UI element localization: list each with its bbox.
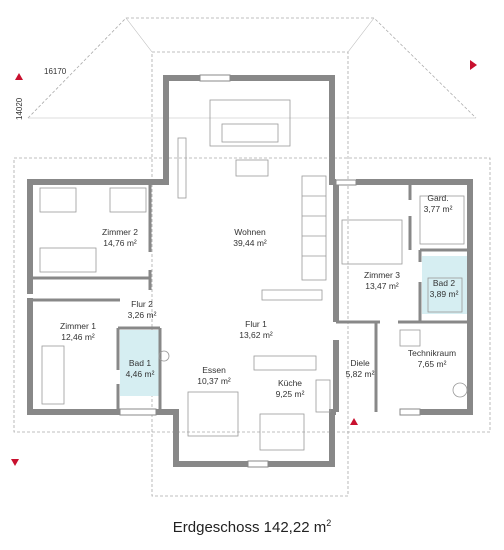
room-area-essen: 10,37 m²	[197, 376, 231, 386]
room-label-zimmer1: Zimmer 1	[60, 321, 96, 331]
dimension-height: 14020	[15, 97, 24, 120]
room-area-diele: 5,82 m²	[346, 369, 375, 379]
caption-superscript: 2	[326, 518, 332, 528]
furniture	[39, 99, 468, 451]
room-label-kueche: Küche	[278, 378, 302, 388]
room-area-technikraum: 7,65 m²	[418, 359, 447, 369]
floor-caption: Erdgeschoss 142,22 m2	[0, 518, 504, 536]
room-area-bad1: 4,46 m²	[126, 369, 155, 379]
walls	[27, 75, 473, 467]
room-area-gard: 3,77 m²	[424, 204, 453, 214]
room-label-diele: Diele	[350, 358, 370, 368]
room-label-zimmer2: Zimmer 2	[102, 227, 138, 237]
interior-walls	[30, 182, 470, 412]
room-label-zimmer3: Zimmer 3	[364, 270, 400, 280]
marker-arrow	[470, 60, 477, 70]
room-area-flur1: 13,62 m²	[239, 330, 273, 340]
room-area-zimmer1: 12,46 m²	[61, 332, 95, 342]
room-area-bad2: 3,89 m²	[430, 289, 459, 299]
room-label-flur1: Flur 1	[245, 319, 267, 329]
marker-arrow	[15, 73, 23, 80]
room-label-bad1: Bad 1	[129, 358, 151, 368]
room-label-flur2: Flur 2	[131, 299, 153, 309]
bath-tiles	[120, 256, 468, 396]
dimension-width: 16170	[44, 67, 67, 76]
marker-arrow	[350, 418, 358, 425]
room-area-flur2: 3,26 m²	[128, 310, 157, 320]
room-label-essen: Essen	[202, 365, 226, 375]
room-label-wohnen: Wohnen	[234, 227, 266, 237]
roof-outline	[13, 17, 491, 497]
room-label-gard: Gard.	[427, 193, 448, 203]
marker-arrow	[11, 459, 19, 466]
room-area-kueche: 9,25 m²	[276, 389, 305, 399]
room-area-zimmer2: 14,76 m²	[103, 238, 137, 248]
room-area-wohnen: 39,44 m²	[233, 238, 267, 248]
room-labels: Wohnen 39,44 m² Zimmer 2 14,76 m² Zimmer…	[60, 193, 459, 399]
windows	[119, 74, 421, 468]
room-label-bad2: Bad 2	[433, 278, 455, 288]
room-area-zimmer3: 13,47 m²	[365, 281, 399, 291]
section-markers	[11, 60, 477, 466]
room-label-technikraum: Technikraum	[408, 348, 456, 358]
caption-text: Erdgeschoss 142,22 m	[172, 519, 327, 536]
